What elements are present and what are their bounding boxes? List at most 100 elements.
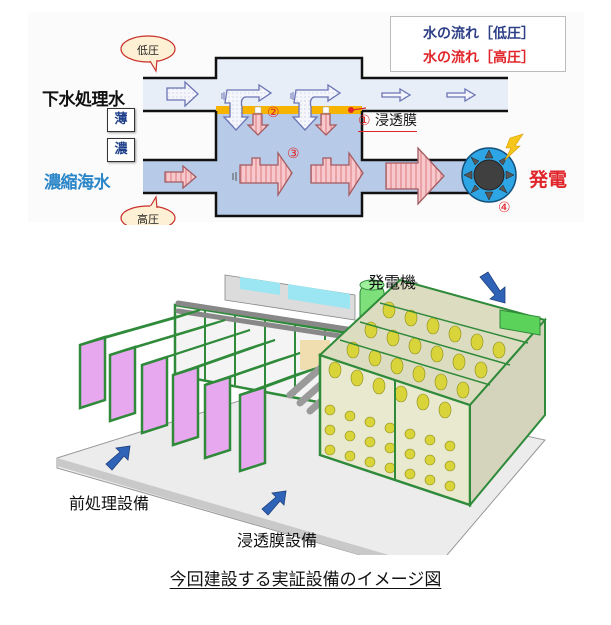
pointer-arrows — [105, 271, 506, 516]
pressure-vessel — [444, 440, 456, 452]
pressure-vessel — [444, 460, 456, 472]
low-flow-arrow — [381, 87, 412, 103]
concentrated-seawater-label: 濃縮海水 — [44, 173, 111, 193]
pretreatment-arrow-icon — [105, 445, 131, 471]
membrane-unit-racks — [318, 278, 547, 508]
turbine-generator — [461, 133, 524, 203]
pretreatment-rack — [140, 329, 251, 435]
tank-water — [288, 284, 350, 309]
step-three-marker: ③ — [287, 146, 300, 162]
generator-unit — [499, 309, 541, 336]
pressure-vessel — [404, 468, 416, 480]
high-flow-down-arrow — [314, 113, 338, 136]
pretreatment-rack — [171, 339, 276, 447]
membrane-label-text: 浸透膜 — [375, 113, 418, 129]
pressure-vessel — [434, 373, 448, 391]
pressure-vessel — [390, 357, 404, 375]
pressure-vessel — [328, 361, 342, 379]
pressure-vessels — [324, 301, 506, 492]
high-flow-arrow — [164, 164, 198, 190]
pressure-vessel — [416, 393, 430, 411]
pressure-vessel — [424, 454, 436, 466]
tank-water — [240, 277, 280, 295]
pressure-vessel — [344, 410, 356, 422]
high-flow-merge-arrow — [239, 150, 293, 198]
demonstration-plant-illustration: 発電機 前処理設備 浸透膜設備 — [0, 225, 611, 555]
pressure-vessel — [344, 450, 356, 462]
pressure-vessel — [492, 341, 506, 359]
legend-high-pressure: 水の流れ［高圧］ — [423, 50, 535, 66]
pressure-vessel — [384, 442, 396, 454]
membrane-rack-side — [469, 317, 546, 508]
low-pressure-arrows — [166, 80, 477, 131]
pressure-vessel — [430, 345, 444, 363]
motion-lines — [221, 92, 294, 100]
concentrated-tag: 濃 — [107, 138, 135, 162]
pressure-vessel — [324, 444, 336, 456]
figure-caption: 今回建設する実証設備のイメージ図 — [0, 565, 611, 590]
low-flow-split-arrow — [291, 83, 342, 131]
pressure-vessel — [386, 329, 400, 347]
pressure-vessel — [424, 434, 436, 446]
pressure-retarded-osmosis-diagram: 水の流れ［低圧］ 水の流れ［高圧］ 低圧 高圧 下水処理水 濃縮海水 薄 濃 ②… — [0, 0, 611, 226]
lightning-icon — [504, 133, 524, 161]
pressure-vessel — [456, 381, 470, 399]
pressure-vessel — [384, 462, 396, 474]
pipe-outlines — [143, 56, 508, 218]
pressure-vessel — [384, 422, 396, 434]
high-pressure-bubble-text: 高圧 — [137, 213, 159, 226]
motion-lines — [232, 172, 237, 181]
pressure-vessel — [344, 430, 356, 442]
pressure-vessel — [364, 416, 376, 428]
dilute-tag: 薄 — [107, 108, 135, 132]
high-pressure-bubble — [120, 195, 176, 225]
pressure-vessel — [444, 480, 456, 492]
power-generation-label: 発電 — [529, 169, 568, 191]
membrane-unit-label: 浸透膜設備 — [237, 531, 318, 550]
low-flow-arrow — [166, 80, 199, 108]
header-pipes — [175, 300, 363, 342]
pretreatment-rack — [108, 319, 226, 423]
treated-sewage-label: 下水処理水 — [42, 90, 125, 110]
pressure-vessel — [404, 448, 416, 460]
flow-legend: 水の流れ［低圧］ 水の流れ［高圧］ — [390, 16, 566, 72]
membrane-label: ① 浸透膜 — [358, 110, 418, 132]
pressure-vessel — [408, 337, 422, 355]
membrane-pointer-line — [351, 107, 367, 111]
pressure-vessel — [364, 436, 376, 448]
step-two-marker: ② — [267, 105, 280, 121]
pressure-vessel — [394, 385, 408, 403]
high-pressure-arrows — [164, 113, 445, 206]
high-flow-large-arrow — [385, 146, 445, 206]
pressure-vessel — [438, 401, 452, 419]
low-flow-split-arrow — [222, 83, 273, 131]
pretreatment-racks — [78, 309, 321, 473]
plant-graphics — [56, 271, 547, 555]
low-pressure-bubble — [120, 35, 176, 73]
pressure-vessel — [346, 341, 360, 359]
legend-low-pressure: 水の流れ［低圧］ — [423, 26, 535, 42]
membrane-unit-arrow-icon — [261, 490, 287, 516]
pressure-vessel — [364, 456, 376, 468]
pressure-vessel — [350, 369, 364, 387]
pressure-vessel — [404, 428, 416, 440]
osmosis-membrane — [216, 106, 362, 114]
pressure-vessel — [448, 325, 462, 343]
pressure-vessel — [412, 365, 426, 383]
pressure-vessel — [404, 309, 418, 327]
pressure-vessel — [426, 317, 440, 335]
step-four-marker: ④ — [498, 200, 511, 216]
pressure-vessel — [470, 333, 484, 351]
low-pressure-bubble-text: 低圧 — [137, 44, 159, 57]
pressure-vessel — [324, 404, 336, 416]
pretreatment-label: 前処理設備 — [69, 494, 150, 513]
pressure-vessel — [424, 474, 436, 486]
step-one-marker: ① — [358, 113, 371, 129]
pressure-vessel — [452, 353, 466, 371]
figure-caption-text: 今回建設する実証設備のイメージ図 — [169, 570, 442, 590]
low-flow-arrow — [446, 87, 477, 103]
membrane-pointer-dot — [348, 107, 354, 113]
pressure-vessel — [372, 377, 386, 395]
pressure-vessel — [474, 361, 488, 379]
high-flow-down-arrow — [246, 113, 270, 136]
